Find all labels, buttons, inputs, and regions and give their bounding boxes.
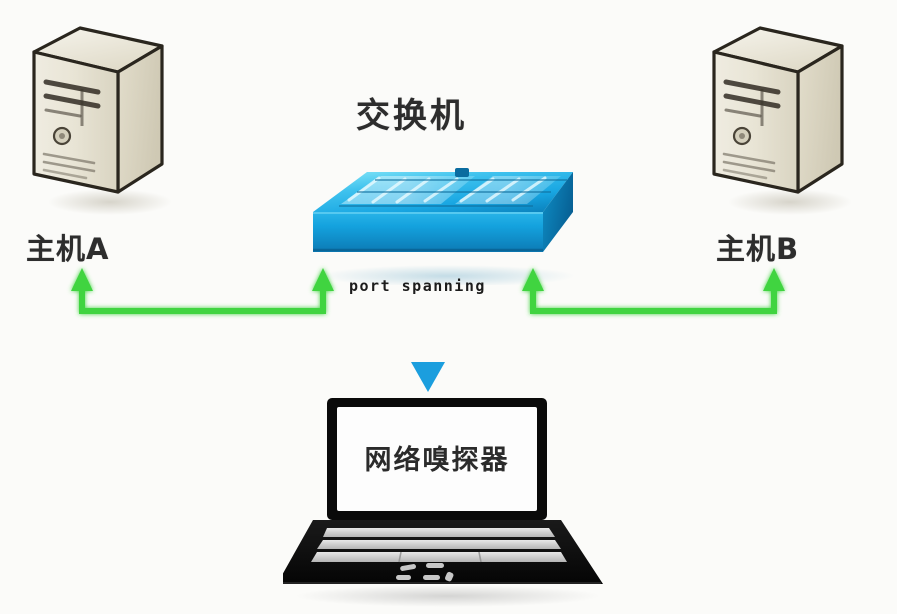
switch-label: 交换机 <box>356 96 467 136</box>
host-b-label: 主机B <box>716 232 800 266</box>
server-tower-host-a <box>22 18 182 218</box>
laptop-icon <box>277 398 603 607</box>
link-host-a-to-switch <box>71 268 334 314</box>
network-sniffer-laptop: 网络嗅探器 <box>277 392 613 607</box>
network-switch <box>305 160 590 287</box>
host-a-label: 主机A <box>26 232 110 266</box>
sniffer-screen-label: 网络嗅探器 <box>364 445 510 476</box>
server-tower-icon <box>32 26 172 215</box>
link-switch-to-sniffer <box>411 302 445 392</box>
server-tower-host-b <box>702 18 862 218</box>
port-spanning-label: port spanning <box>349 277 486 295</box>
server-tower-icon <box>712 26 852 215</box>
network-switch-icon <box>313 168 575 287</box>
